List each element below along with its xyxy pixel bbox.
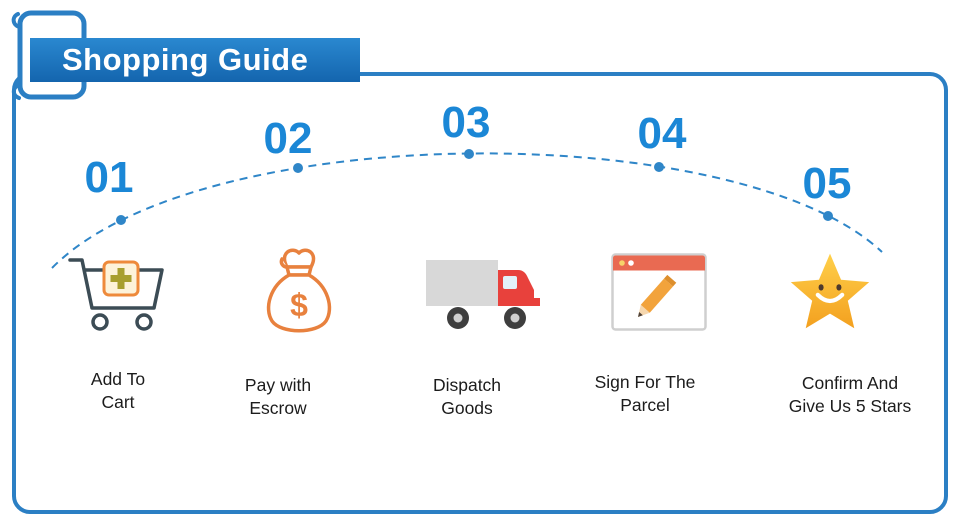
- step-5-label: Confirm And Give Us 5 Stars: [740, 372, 960, 418]
- step-4-label-line1: Sign For The: [594, 372, 696, 392]
- step-5-number: 05: [802, 159, 852, 208]
- window-dot: [619, 260, 625, 266]
- step-1-label-line1: Add To: [90, 369, 146, 389]
- step-5-label-line1: Confirm And: [801, 373, 899, 393]
- sign-document-icon: [611, 253, 707, 331]
- step-3-label-line1: Dispatch: [432, 375, 502, 395]
- dollar-sign: $: [290, 287, 308, 323]
- page-title: Shopping Guide: [62, 42, 309, 77]
- step-3-number: 03: [441, 98, 491, 147]
- step-1-label: Add To Cart: [8, 368, 228, 414]
- delivery-truck-icon: [426, 260, 540, 329]
- smiling-star-icon: [790, 253, 870, 329]
- step-1-number: 01: [84, 153, 134, 202]
- step-3-label: Dispatch Goods: [357, 374, 577, 420]
- title-banner: Shopping Guide: [30, 38, 360, 82]
- step-2-label: Pay with Escrow: [168, 374, 388, 420]
- step-2-label-line2: Escrow: [249, 398, 307, 418]
- step-4-number: 04: [637, 109, 687, 158]
- step-2-label-line1: Pay with: [244, 375, 312, 395]
- step-4-label: Sign For The Parcel: [535, 371, 755, 417]
- step-5-label-line2: Give Us 5 Stars: [788, 396, 912, 416]
- step-2-number: 02: [263, 114, 313, 163]
- step-1-label-line2: Cart: [101, 392, 135, 412]
- window-dot: [628, 260, 634, 266]
- step-3-label-line2: Goods: [441, 398, 493, 418]
- shopping-cart-icon: [68, 258, 164, 331]
- pencil-icon: [638, 274, 677, 317]
- step-4-label-line2: Parcel: [620, 395, 670, 415]
- money-bag-icon: $: [266, 248, 332, 333]
